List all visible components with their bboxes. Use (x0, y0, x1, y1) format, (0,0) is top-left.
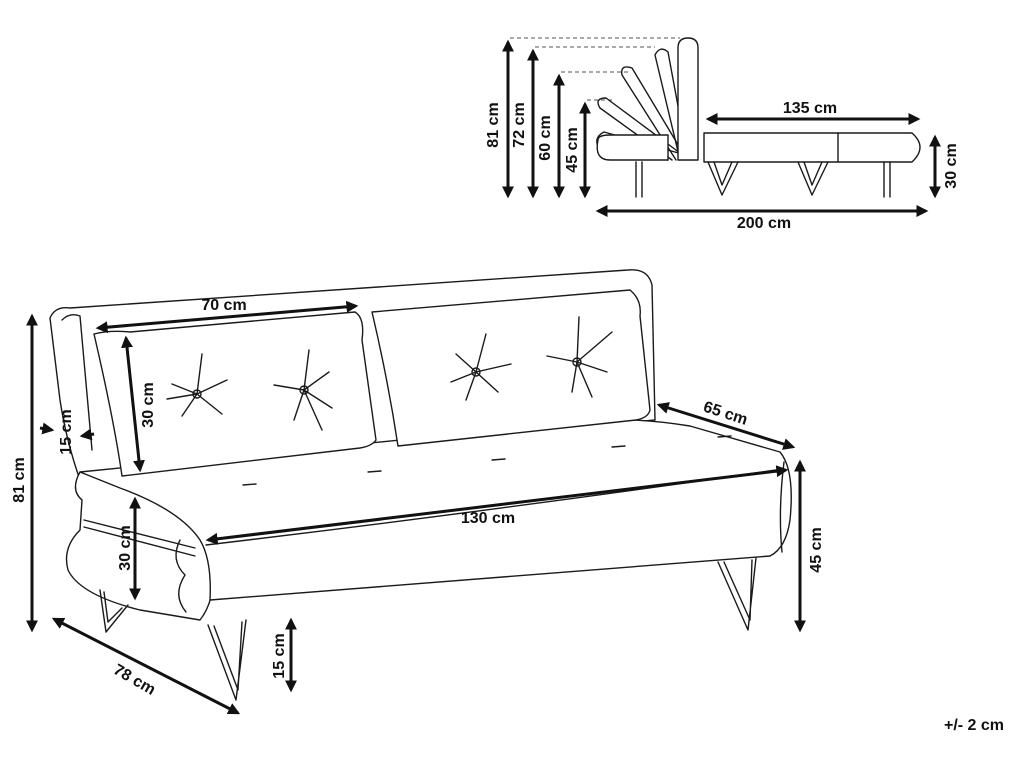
label-45-front: 45 cm (808, 527, 825, 572)
dimension-arrow-15-a (39, 422, 55, 435)
dimension-arrow-30-cushion (121, 335, 145, 473)
label-200: 200 cm (737, 215, 791, 232)
label-30-arm: 30 cm (117, 525, 134, 570)
label-72-side: 72 cm (511, 102, 528, 147)
label-30-cushion: 30 cm (140, 382, 157, 427)
dimension-arrow-130 (205, 465, 789, 545)
label-15-armrest: 15 cm (58, 409, 75, 454)
label-30-side: 30 cm (943, 143, 960, 188)
label-15-leg: 15 cm (271, 633, 288, 678)
label-45-side: 45 cm (564, 127, 581, 172)
label-70: 70 cm (201, 297, 246, 314)
label-130: 130 cm (461, 510, 515, 527)
side-view-drawing (510, 37, 921, 198)
sofa-drawing (49, 269, 792, 701)
tolerance-note: +/- 2 cm (944, 717, 1004, 734)
dimension-arrow-15-b (79, 428, 95, 441)
dimension-arrow-78 (51, 617, 241, 715)
label-81-front: 81 cm (11, 457, 28, 502)
label-60-side: 60 cm (537, 115, 554, 160)
label-135: 135 cm (783, 100, 837, 117)
dimension-arrow-70 (95, 300, 359, 334)
dimension-arrow-65 (656, 402, 796, 450)
label-81-side: 81 cm (485, 102, 502, 147)
